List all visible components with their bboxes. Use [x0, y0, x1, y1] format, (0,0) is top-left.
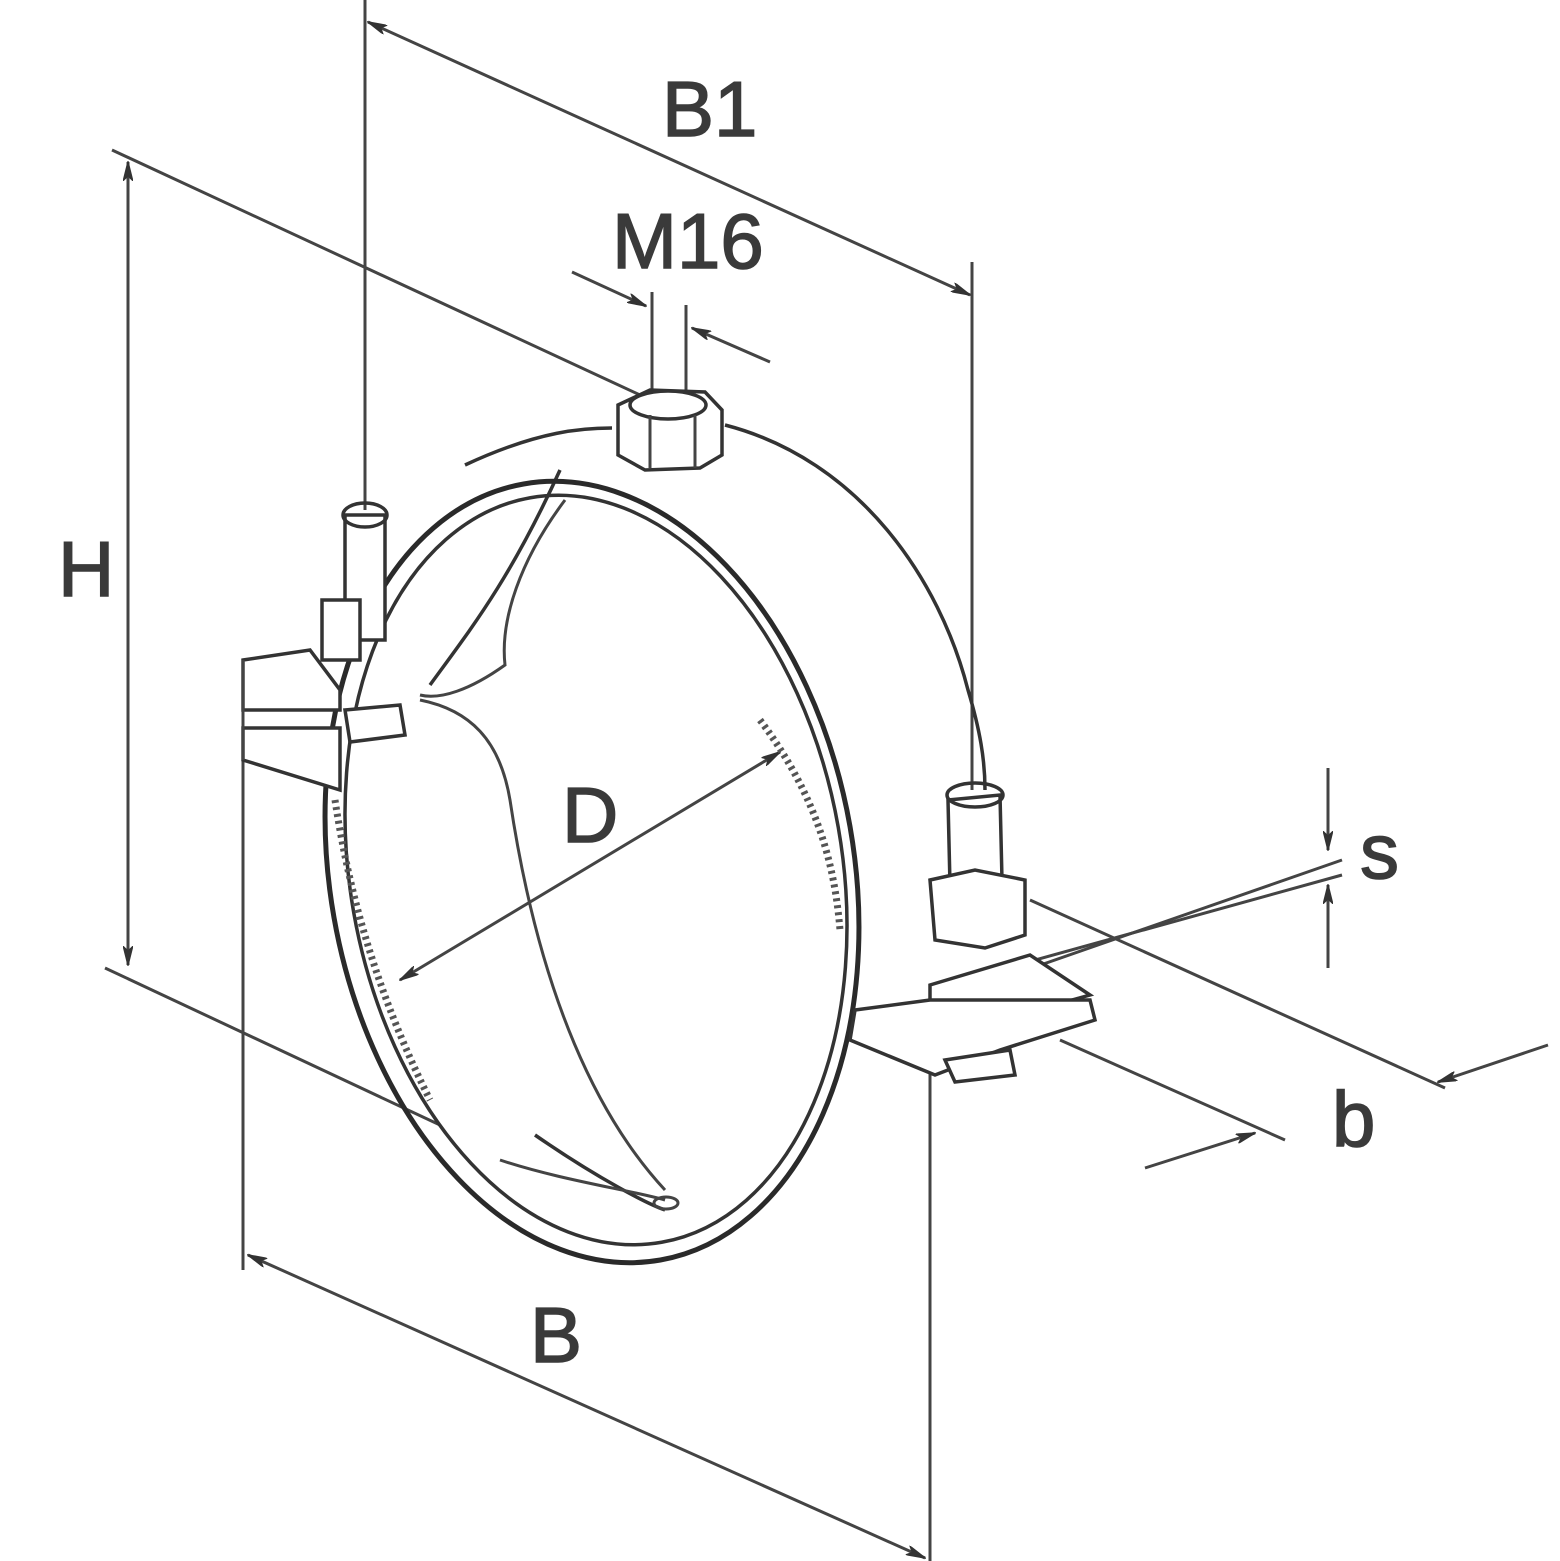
right-bolt: [928, 781, 1027, 1084]
bottom-hole: [652, 1195, 680, 1211]
left-flange-bottom: [241, 726, 342, 793]
ring-hatch-left: [331, 799, 434, 1102]
ring-hatch-right: [757, 717, 844, 931]
top-nut: [616, 388, 724, 472]
left-bolt: [320, 501, 408, 744]
label-d: D: [562, 771, 618, 859]
label-s: s: [1360, 807, 1399, 895]
right-flange-bottom: [848, 998, 1098, 1077]
label-h: H: [58, 525, 114, 613]
back-band: [428, 423, 987, 1212]
pipe-clamp: [241, 388, 1098, 1266]
label-b1: B1: [662, 65, 757, 153]
label-b-small: b: [1332, 1075, 1375, 1163]
front-ring-inner: [343, 493, 849, 1247]
front-ring-outer: [322, 478, 862, 1266]
inner-back-curve: [419, 499, 667, 1202]
label-b: B: [530, 1291, 582, 1379]
label-m16: M16: [612, 197, 764, 285]
dimension-labels: B1 M16 H D s b B: [57, 64, 1400, 1380]
